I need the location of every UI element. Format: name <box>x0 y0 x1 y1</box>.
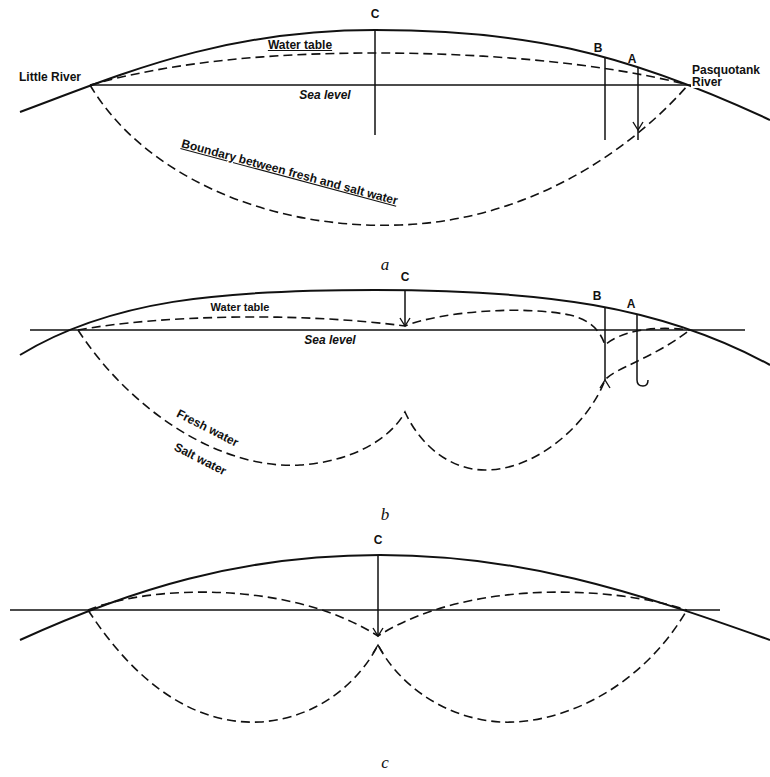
zone-label: Fresh water <box>175 407 240 448</box>
well-label: A <box>628 53 637 65</box>
zone-label: Salt water <box>172 441 228 477</box>
water-table-line <box>90 53 688 85</box>
well-line <box>377 555 379 636</box>
flow-mark <box>633 122 643 130</box>
boundary-label: Boundary between fresh and salt water <box>181 137 400 206</box>
panel-letter: a <box>381 256 390 273</box>
well-line <box>404 290 406 326</box>
fresh-salt-boundary <box>88 610 687 722</box>
ground-surface <box>20 30 770 120</box>
ground-surface <box>20 555 770 640</box>
surface-label: Water table <box>268 39 332 51</box>
panel-b <box>20 290 770 470</box>
surface-label: Sea level <box>304 334 355 346</box>
ground-surface <box>20 290 770 365</box>
flow-mark <box>600 380 610 388</box>
surface-label: Water table <box>211 302 270 313</box>
well-label: B <box>593 290 602 302</box>
sea-level-line <box>92 84 700 85</box>
fresh-salt-boundary <box>90 85 688 225</box>
well-label: B <box>594 42 603 54</box>
fresh-salt-boundary <box>78 330 690 470</box>
surface-label: Sea level <box>299 89 350 101</box>
place-name: Pasquotank River <box>691 64 765 88</box>
well-line <box>604 307 606 380</box>
well-line <box>637 314 648 386</box>
panel-letter: c <box>381 754 389 771</box>
well-line <box>374 30 376 135</box>
well-line <box>604 58 606 140</box>
well-label: A <box>627 298 636 310</box>
water-table-line <box>88 592 687 636</box>
panel-c <box>10 555 770 722</box>
panel-a <box>20 30 770 225</box>
water-table-line <box>78 310 690 345</box>
place-name: Little River <box>19 71 81 83</box>
well-label: C <box>374 534 383 546</box>
panel-letter: b <box>381 506 390 523</box>
well-label: C <box>401 271 410 283</box>
flow-mark <box>373 628 383 636</box>
flow-mark <box>373 645 383 653</box>
sea-level-line <box>10 609 720 610</box>
flow-mark <box>400 318 410 326</box>
well-label: C <box>371 8 380 20</box>
